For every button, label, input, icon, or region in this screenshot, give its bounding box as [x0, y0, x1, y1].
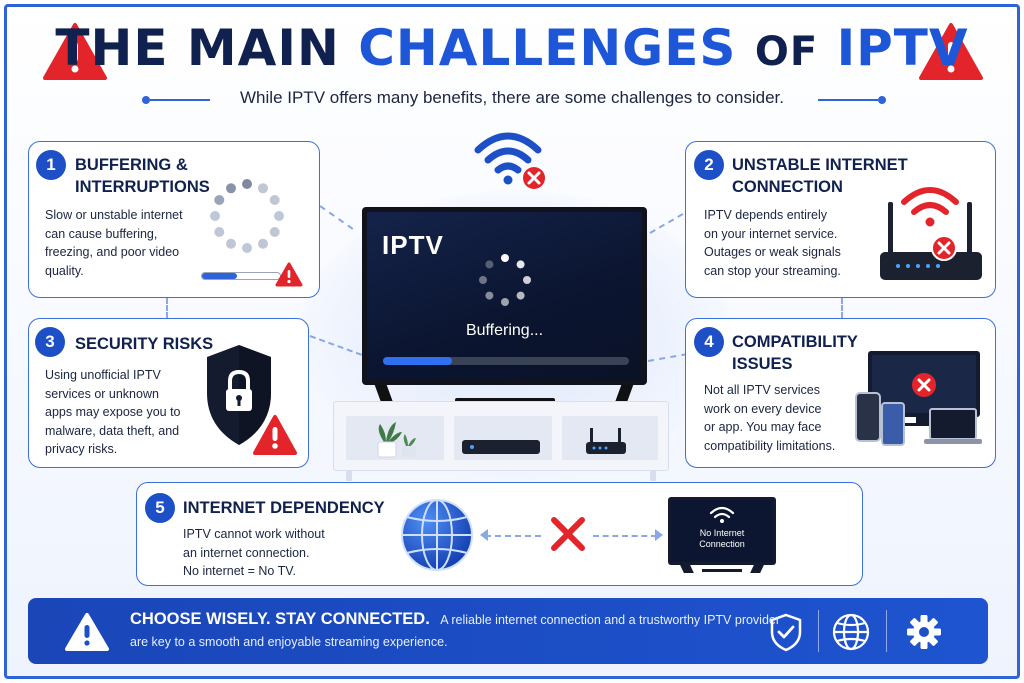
title-part-4: IPTV	[836, 19, 969, 77]
arrow-right-icon	[655, 529, 663, 541]
connector-line	[485, 535, 541, 537]
card-number: 1	[36, 150, 66, 180]
tv-stand-bar	[455, 398, 555, 403]
warning-icon	[275, 262, 303, 287]
challenge-card-internet-dependency: 5 INTERNET DEPENDENCY IPTV cannot work w…	[136, 482, 863, 586]
title-part-1: THE MAIN	[55, 19, 340, 77]
shield-lock-icon	[207, 345, 297, 455]
globe-icon	[401, 499, 473, 571]
set-top-box	[462, 440, 540, 454]
connector-line	[593, 535, 657, 537]
page-title: THE MAIN CHALLENGES OF IPTV	[0, 18, 1024, 82]
banner-text-1: A reliable internet connection and a tru…	[440, 613, 781, 627]
banner-text-2: are key to a smooth and enjoyable stream…	[130, 635, 448, 649]
tv-status: Buffering...	[465, 322, 544, 339]
tv-brand: IPTV	[382, 230, 444, 260]
gear-icon	[907, 615, 941, 649]
connector-line	[841, 298, 843, 318]
card-title: SECURITY RISKS	[75, 335, 214, 353]
globe-icon	[832, 613, 870, 651]
challenge-card-unstable-internet: 2 UNSTABLE INTERNET CONNECTION IPTV depe…	[685, 141, 996, 298]
card-number: 4	[694, 327, 724, 357]
title-part-2: CHALLENGES	[358, 19, 737, 77]
router-small-icon	[586, 428, 626, 454]
banner-line-1: CHOOSE WISELY. STAY CONNECTED. A reliabl…	[130, 610, 780, 629]
tv-screen: IPTV Buffering...	[367, 212, 642, 380]
subtitle-dot-right	[878, 96, 886, 104]
card-number: 5	[145, 493, 175, 523]
card-title: INTERNET DEPENDENCY	[183, 499, 385, 517]
connector-line	[166, 298, 168, 318]
challenge-card-buffering: 1 BUFFERING & INTERRUPTIONS Slow or unst…	[28, 141, 320, 298]
close-icon	[551, 517, 585, 551]
divider	[886, 610, 887, 652]
cabinet-leg	[346, 471, 352, 481]
divider	[818, 610, 819, 652]
check-shield-icon	[770, 613, 802, 652]
bottom-banner: CHOOSE WISELY. STAY CONNECTED. A reliabl…	[28, 598, 988, 664]
buffer-progress-track	[201, 272, 281, 280]
title-part-3: OF	[754, 29, 819, 75]
subtitle-line-left	[150, 99, 210, 101]
tv: IPTV Buffering...	[362, 207, 647, 385]
plant-icon	[377, 422, 416, 458]
arrow-left-icon	[480, 529, 488, 541]
subtitle: While IPTV offers many benefits, there a…	[240, 88, 784, 107]
card-title: COMPATIBILITY ISSUES	[732, 333, 858, 373]
tv-progress-fill	[383, 357, 452, 365]
wifi-icon	[709, 506, 735, 523]
buffer-progress-fill	[202, 273, 238, 279]
tv-progress-track	[383, 357, 629, 365]
warning-icon	[43, 23, 107, 80]
challenge-card-compatibility: 4 COMPATIBILITY ISSUES Not all IPTV serv…	[685, 318, 996, 468]
warning-icon	[919, 23, 983, 80]
banner-headline: CHOOSE WISELY. STAY CONNECTED.	[130, 610, 430, 628]
loading-spinner-icon	[210, 179, 284, 253]
subtitle-line-right	[818, 99, 878, 101]
card-number: 2	[694, 150, 724, 180]
card-title: BUFFERING & INTERRUPTIONS	[75, 156, 210, 196]
cabinet-leg	[650, 471, 656, 481]
subtitle-dot-left	[142, 96, 150, 104]
loading-spinner-icon	[479, 254, 531, 306]
wifi-off-icon	[474, 132, 545, 189]
card-number: 3	[35, 327, 65, 357]
devices-icon	[855, 351, 982, 446]
warning-icon	[65, 613, 109, 651]
router-icon	[880, 187, 982, 280]
card-title: UNSTABLE INTERNET CONNECTION	[732, 156, 908, 196]
